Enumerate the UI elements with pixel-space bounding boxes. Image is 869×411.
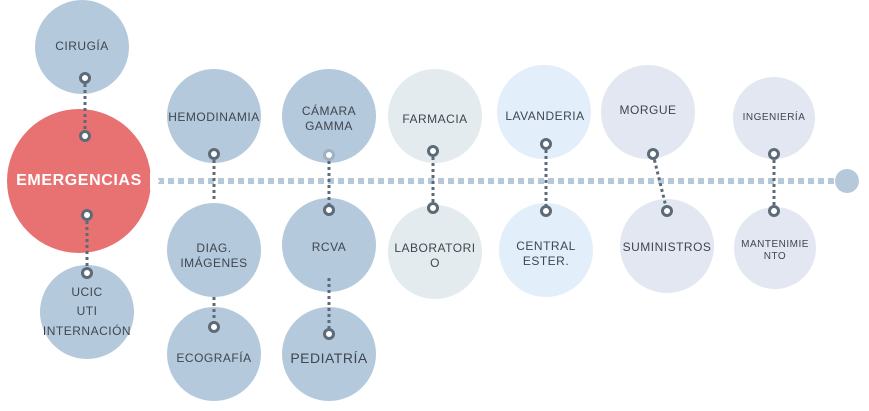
ring-marker — [81, 267, 93, 279]
ring-marker — [323, 204, 335, 216]
hemodinamia-circle — [167, 69, 261, 163]
lavanderia-label: LAVANDERIA — [505, 108, 585, 123]
farmacia-circle — [388, 69, 482, 163]
ring-marker — [208, 321, 220, 333]
ring-marker — [768, 148, 780, 160]
diag-imagenes-circle — [167, 203, 261, 297]
arrow-head-icon — [150, 172, 160, 190]
ingenieria-node: INGENIERÍA — [734, 103, 814, 133]
end-dot — [835, 169, 859, 193]
ring-markers — [79, 72, 780, 340]
lavanderia-circle — [497, 65, 591, 159]
circles-layer — [35, 0, 816, 401]
mantenimiento-circle — [734, 207, 816, 289]
hemodinamia-node: HEMODINAMIA — [164, 102, 264, 132]
central-ester-node: CENTRAL ESTER. — [499, 234, 593, 274]
ecografia-circle — [167, 307, 261, 401]
pediatria-circle — [282, 307, 376, 401]
central-ester-label: CENTRAL ESTER. — [516, 239, 576, 268]
rcva-node: RCVA — [282, 232, 376, 262]
cirugia-node: CIRUGÍA — [35, 30, 129, 62]
cirugia-label: CIRUGÍA — [55, 38, 109, 53]
laboratorio-circle — [388, 205, 482, 299]
morgue-node: MORGUE — [601, 95, 695, 125]
ingenieria-circle — [733, 77, 815, 159]
ring-marker — [81, 209, 93, 221]
ecografia-label: ECOGRAFÍA — [176, 350, 252, 365]
camara-gamma-label: CÁMARA GAMMA — [301, 104, 357, 133]
camara-gamma-node: CÁMARA GAMMA — [282, 100, 376, 138]
farmacia-node: FARMACIA — [388, 104, 482, 134]
ring-marker — [323, 149, 335, 161]
ucic-label: UCIC UTI INTERNACIÓN — [42, 285, 132, 338]
pediatria-node: PEDIATRÍA — [282, 344, 376, 374]
emergencias-text: EMERGENCIAS — [16, 172, 142, 189]
morgue-label: MORGUE — [619, 102, 677, 117]
ring-marker — [647, 148, 659, 160]
mantenimiento-label: MANTENIMIE NTO — [741, 238, 809, 263]
diag-imagenes-node: DIAG. IMÁGENES — [167, 236, 261, 276]
morgue-circle — [601, 65, 695, 159]
mantenimiento-node: MANTENIMIE NTO — [733, 233, 817, 269]
rcva-circle — [282, 198, 376, 292]
central-ester-circle — [499, 203, 593, 297]
rcva-label: RCVA — [311, 239, 347, 254]
suministros-label: SUMINISTROS — [622, 239, 712, 254]
emergencias-circle — [7, 109, 151, 253]
camara-gamma-circle — [282, 69, 376, 163]
ring-marker — [768, 205, 780, 217]
laboratorio-label: LABORATORI O — [394, 241, 476, 270]
ring-marker — [540, 138, 552, 150]
emergencias-label: EMERGENCIAS — [7, 161, 151, 201]
ring-marker — [427, 145, 439, 157]
hemodinamia-label: HEMODINAMIA — [168, 109, 260, 124]
ecografia-node: ECOGRAFÍA — [167, 343, 261, 373]
diag-imagenes-label: DIAG. IMÁGENES — [180, 241, 248, 270]
connector-morgue — [651, 153, 669, 212]
ingenieria-label: INGENIERÍA — [742, 111, 806, 123]
ring-marker — [79, 72, 91, 84]
suministros-node: SUMINISTROS — [617, 232, 717, 262]
cirugia-circle — [35, 0, 129, 94]
ucic-circle — [40, 265, 134, 359]
ring-marker — [323, 328, 335, 340]
ring-marker — [79, 130, 91, 142]
pediatria-label: PEDIATRÍA — [290, 350, 368, 367]
ring-marker — [540, 205, 552, 217]
ring-marker — [661, 205, 673, 217]
farmacia-label: FARMACIA — [402, 111, 468, 126]
lavanderia-node: LAVANDERIA — [495, 101, 595, 131]
laboratorio-node: LABORATORI O — [385, 236, 485, 276]
ucic-node: UCIC UTI INTERNACIÓN — [38, 280, 136, 344]
ring-marker — [427, 202, 439, 214]
ring-marker — [208, 148, 220, 160]
suministros-circle — [620, 199, 714, 293]
